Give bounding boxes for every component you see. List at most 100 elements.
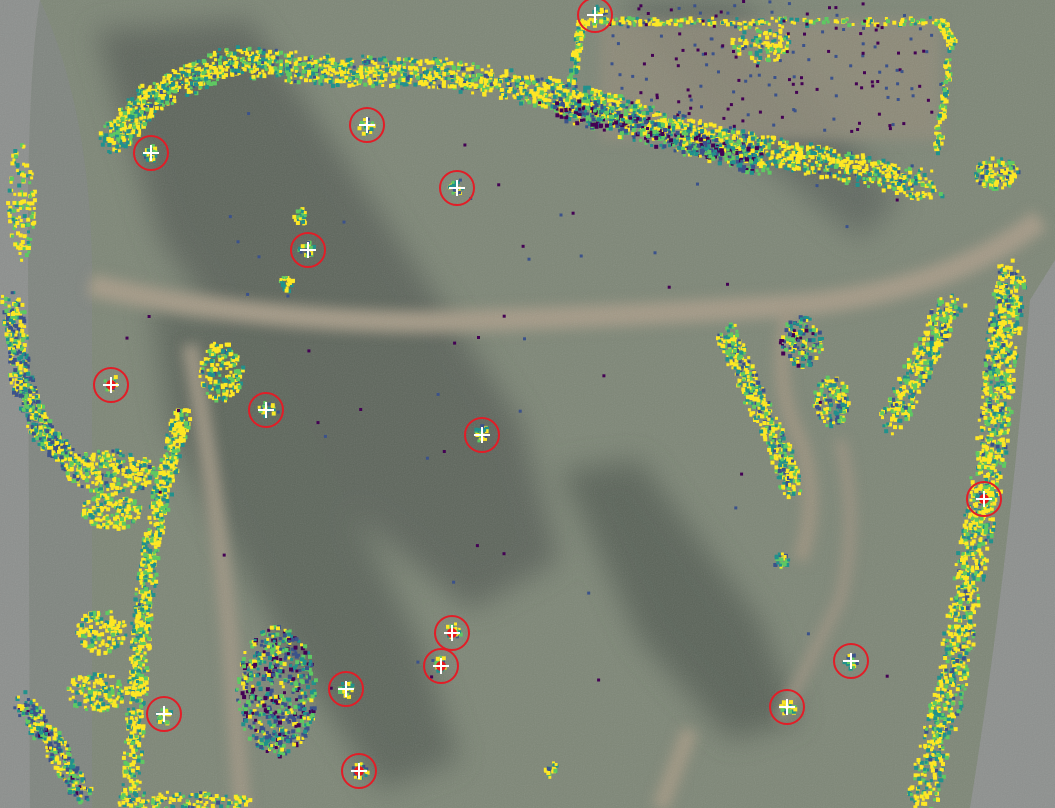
point-cloud-point	[968, 611, 973, 616]
point-cloud-point	[843, 158, 848, 163]
point-cloud-point	[809, 149, 813, 153]
point-cloud-point	[556, 88, 561, 93]
point-cloud-point	[579, 36, 584, 41]
point-cloud-point	[811, 20, 816, 25]
point-cloud-point	[1007, 413, 1011, 417]
point-cloud-point	[207, 72, 211, 76]
point-cloud-point	[936, 151, 940, 156]
point-cloud-point	[998, 474, 1003, 479]
point-cloud-point	[988, 175, 992, 179]
point-cloud-point	[890, 167, 895, 172]
point-cloud-point	[368, 69, 373, 74]
point-cloud-point	[612, 123, 617, 128]
point-cloud-point	[778, 44, 783, 49]
point-cloud-point	[611, 122, 615, 126]
point-cloud-point	[112, 141, 117, 145]
point-cloud-point	[964, 637, 968, 641]
point-cloud-point	[909, 792, 913, 796]
point-cloud-point	[740, 35, 745, 40]
point-cloud-point	[446, 62, 450, 66]
point-cloud-point	[771, 162, 774, 166]
point-cloud-point	[590, 107, 594, 111]
point-cloud-point	[710, 129, 715, 134]
point-cloud-point	[396, 57, 401, 62]
point-cloud-point	[593, 106, 597, 111]
point-cloud-point	[611, 94, 615, 99]
point-cloud-point	[618, 22, 622, 26]
point-cloud-point	[993, 384, 997, 388]
point-cloud-point	[103, 124, 107, 128]
point-cloud-point	[717, 133, 722, 138]
point-cloud-point	[760, 44, 764, 48]
point-cloud-point	[596, 107, 600, 111]
point-cloud-point	[803, 172, 807, 176]
point-cloud-point	[163, 87, 167, 92]
point-cloud-point	[798, 147, 803, 152]
point-cloud-point	[129, 123, 133, 127]
point-cloud-point	[791, 163, 796, 168]
point-cloud-point	[990, 347, 994, 351]
point-cloud-point	[120, 143, 125, 148]
point-cloud-point	[535, 78, 540, 83]
point-cloud-point	[130, 118, 134, 122]
point-cloud-point	[655, 19, 660, 23]
point-cloud-point	[594, 112, 598, 116]
point-cloud-point	[550, 82, 554, 86]
point-cloud-point	[569, 113, 573, 116]
point-cloud-point	[941, 18, 946, 23]
point-cloud-point	[1000, 333, 1005, 338]
point-cloud-point	[419, 80, 424, 84]
point-cloud-point	[627, 16, 632, 21]
point-cloud-point	[568, 98, 573, 103]
point-cloud-point	[961, 593, 965, 597]
point-cloud-point	[834, 6, 838, 10]
point-cloud-point	[991, 333, 996, 338]
point-cloud-point	[366, 59, 371, 64]
point-cloud-point	[219, 55, 223, 59]
point-cloud-point	[160, 81, 164, 85]
point-cloud-point	[1007, 374, 1012, 379]
point-cloud-point	[154, 89, 157, 92]
point-cloud-point	[741, 47, 745, 50]
point-cloud-point	[179, 67, 184, 72]
point-cloud-point	[117, 123, 121, 127]
point-cloud-point	[755, 40, 759, 44]
point-cloud-point	[865, 23, 870, 27]
point-cloud-point	[615, 123, 620, 128]
point-cloud-point	[389, 60, 394, 65]
point-cloud-point	[735, 151, 740, 155]
point-cloud-point	[290, 68, 294, 72]
point-cloud-point	[294, 74, 298, 78]
point-cloud-point	[696, 143, 701, 148]
point-cloud-point	[758, 164, 763, 169]
point-cloud-point	[898, 68, 902, 72]
point-cloud-point	[918, 744, 922, 748]
point-cloud-point	[944, 647, 949, 652]
point-cloud-point	[689, 98, 693, 102]
point-cloud-point	[742, 158, 746, 162]
point-cloud-point	[524, 96, 528, 100]
point-cloud-point	[942, 111, 946, 115]
point-cloud-point	[411, 60, 415, 64]
point-cloud-point	[976, 599, 980, 603]
point-cloud-point	[619, 122, 623, 126]
point-cloud-point	[139, 115, 144, 120]
point-cloud-point	[157, 85, 162, 90]
point-cloud-point	[979, 425, 983, 429]
point-cloud-point	[451, 64, 455, 68]
point-cloud-point	[570, 57, 575, 62]
point-cloud-point	[169, 94, 173, 98]
point-cloud-point	[573, 37, 578, 42]
point-cloud-point	[555, 101, 560, 106]
point-cloud-point	[631, 103, 635, 107]
point-cloud-point	[378, 57, 382, 62]
point-cloud-point	[274, 58, 278, 62]
point-cloud-point	[889, 185, 893, 189]
point-cloud-point	[983, 561, 987, 565]
point-cloud-point	[734, 55, 738, 59]
point-cloud-point	[842, 28, 846, 31]
point-cloud-point	[562, 113, 566, 117]
point-cloud-point	[896, 82, 900, 86]
point-cloud-point	[941, 731, 945, 734]
